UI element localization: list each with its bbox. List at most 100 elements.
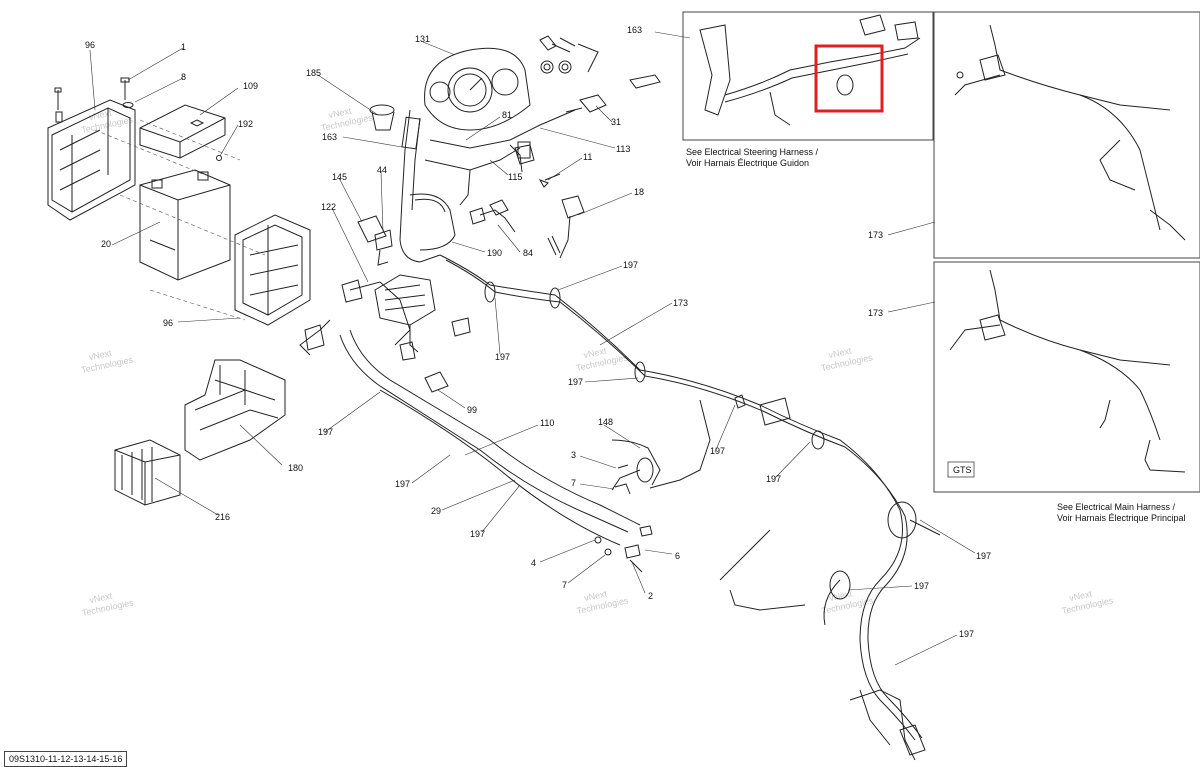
steering-note-line1: See Electrical Steering Harness / bbox=[686, 147, 819, 157]
gts-badge-label: GTS bbox=[953, 465, 972, 475]
callout-190: 190 bbox=[487, 248, 502, 258]
callout-2: 2 bbox=[648, 591, 653, 601]
watermark-line1: vNext bbox=[88, 591, 113, 606]
fuse-box-122 bbox=[374, 274, 436, 353]
callout-197: 197 bbox=[470, 529, 485, 539]
callout-6: 6 bbox=[675, 551, 680, 561]
main-harness-inset-lower-drawing bbox=[949, 269, 1186, 473]
gts-badge bbox=[947, 461, 975, 478]
callout-197: 197 bbox=[710, 446, 725, 456]
callout-115: 115 bbox=[508, 172, 522, 182]
callout-31: 31 bbox=[611, 117, 621, 127]
callout-197: 197 bbox=[959, 629, 974, 639]
main-note-line1: See Electrical Main Harness / bbox=[1057, 502, 1176, 512]
bolt-left bbox=[54, 87, 62, 110]
watermark-line1: vNext bbox=[583, 346, 608, 361]
steering-harness-163 bbox=[399, 109, 576, 263]
fasteners-bottom bbox=[594, 525, 653, 573]
watermark-line1: vNext bbox=[1068, 588, 1093, 603]
fasteners-148 bbox=[611, 439, 661, 495]
callout-163-inset: 163 bbox=[627, 25, 642, 35]
watermark-line1: vNext bbox=[328, 106, 353, 121]
steering-harness-panel bbox=[682, 11, 934, 141]
callout-20: 20 bbox=[101, 239, 111, 249]
callout-44: 44 bbox=[377, 165, 387, 175]
callout-180: 180 bbox=[288, 463, 303, 473]
callout-1: 1 bbox=[181, 42, 186, 52]
switch-18 bbox=[547, 195, 585, 259]
assembly-line bbox=[94, 119, 266, 321]
callout-113: 113 bbox=[616, 144, 630, 154]
callout-3: 3 bbox=[571, 450, 576, 460]
main-harness-panel-upper bbox=[933, 11, 1200, 259]
callout-81: 81 bbox=[502, 110, 512, 120]
callout-7: 7 bbox=[571, 478, 576, 488]
battery-support-96 bbox=[47, 99, 136, 221]
callout-29: 29 bbox=[431, 506, 441, 516]
battery-cover-109 bbox=[139, 104, 226, 159]
gauge-cluster-131 bbox=[424, 47, 531, 131]
callout-173-inset-lower: 173 bbox=[868, 308, 883, 318]
callout-7: 7 bbox=[562, 580, 567, 590]
screw-11 bbox=[538, 173, 561, 188]
callout-8: 8 bbox=[181, 72, 186, 82]
callout-197: 197 bbox=[495, 352, 510, 362]
callout-11: 11 bbox=[583, 152, 592, 162]
callout-109: 109 bbox=[243, 81, 258, 91]
main-harness-panel-lower bbox=[933, 261, 1200, 493]
nut-192 bbox=[216, 155, 222, 161]
callout-197: 197 bbox=[766, 474, 781, 484]
sensor-115 bbox=[514, 144, 535, 165]
highlight-box bbox=[814, 44, 884, 113]
steering-harness-inset-drawing bbox=[699, 14, 921, 126]
callout-197: 197 bbox=[318, 427, 333, 437]
battery-strap-96 bbox=[234, 214, 311, 326]
connector-44 bbox=[374, 229, 393, 266]
battery-20 bbox=[139, 169, 231, 281]
connectors-top bbox=[539, 35, 661, 89]
callout-197: 197 bbox=[976, 551, 991, 561]
callout-131: 131 bbox=[415, 34, 430, 44]
callout-96-strap: 96 bbox=[163, 318, 173, 328]
leader-lines bbox=[89, 31, 976, 666]
callout-18: 18 bbox=[634, 187, 644, 197]
sensor-99 bbox=[424, 371, 449, 393]
callout-4: 4 bbox=[531, 558, 536, 568]
callout-216: 216 bbox=[215, 512, 230, 522]
main-harness-inset-upper-drawing bbox=[954, 24, 1186, 241]
callout-197: 197 bbox=[623, 260, 638, 270]
callout-110: 110 bbox=[540, 418, 554, 428]
callout-197: 197 bbox=[395, 479, 410, 489]
bracket-180 bbox=[184, 359, 286, 461]
sensor-145 bbox=[357, 215, 387, 243]
main-harness-173 bbox=[299, 254, 941, 761]
callout-163: 163 bbox=[322, 132, 337, 142]
main-harness-note: See Electrical Main Harness / Voir Harna… bbox=[1057, 502, 1186, 523]
washer-8 bbox=[122, 102, 134, 108]
callout-148: 148 bbox=[598, 417, 613, 427]
harness-190 bbox=[409, 193, 456, 251]
cap-185 bbox=[369, 104, 395, 131]
callout-197: 197 bbox=[914, 581, 929, 591]
watermark-line1: vNext bbox=[88, 348, 113, 363]
watermark-line1: vNext bbox=[828, 588, 853, 603]
callout-122: 122 bbox=[321, 202, 336, 212]
steering-note-line2: Voir Harnais Électrique Guidon bbox=[686, 158, 809, 168]
callout-173-inset-upper: 173 bbox=[868, 230, 883, 240]
callout-99: 99 bbox=[467, 405, 477, 415]
main-note-line2: Voir Harnais Électrique Principal bbox=[1057, 513, 1186, 523]
sensor-84 bbox=[469, 199, 516, 233]
callout-84: 84 bbox=[523, 248, 533, 258]
callout-197: 197 bbox=[568, 377, 583, 387]
watermark-line1: vNext bbox=[828, 346, 853, 361]
screw-1 bbox=[120, 77, 130, 100]
callout-96: 96 bbox=[85, 40, 95, 50]
switch-31 bbox=[565, 94, 607, 113]
callout-173: 173 bbox=[673, 298, 688, 308]
steering-harness-note: See Electrical Steering Harness / Voir H… bbox=[686, 147, 819, 168]
callout-185: 185 bbox=[306, 68, 321, 78]
callout-145: 145 bbox=[332, 172, 347, 182]
watermark-line1: vNext bbox=[88, 108, 113, 123]
callouts: 96 1 8 109 192 20 96 185 131 81 31 163 1… bbox=[85, 25, 991, 639]
module-216 bbox=[114, 439, 181, 506]
